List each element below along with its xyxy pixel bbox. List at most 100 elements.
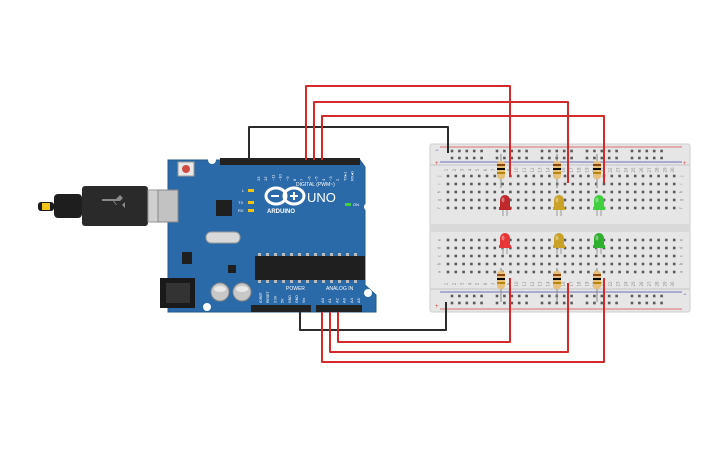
breadboard-hole[interactable]	[571, 270, 575, 274]
rail-hole[interactable]	[503, 156, 506, 160]
breadboard-hole[interactable]	[501, 262, 504, 266]
breadboard-hole[interactable]	[587, 182, 590, 186]
rail-hole[interactable]	[630, 149, 634, 153]
breadboard-hole[interactable]	[579, 238, 582, 242]
rail-hole[interactable]	[570, 301, 573, 305]
breadboard-hole[interactable]	[524, 206, 528, 210]
breadboard-hole[interactable]	[454, 246, 458, 250]
breadboard-hole[interactable]	[594, 182, 598, 186]
resistor-bottom-1[interactable]	[497, 268, 505, 302]
breadboard-hole[interactable]	[626, 254, 629, 258]
breadboard-hole[interactable]	[672, 174, 676, 178]
breadboard-hole[interactable]	[665, 182, 668, 186]
breadboard-hole[interactable]	[454, 182, 458, 186]
breadboard-hole[interactable]	[657, 198, 660, 202]
breadboard-hole[interactable]	[657, 206, 660, 210]
breadboard-hole[interactable]	[618, 246, 621, 250]
rail-hole[interactable]	[472, 149, 476, 153]
breadboard-hole[interactable]	[493, 246, 497, 250]
rail-hole[interactable]	[570, 156, 573, 160]
breadboard-hole[interactable]	[672, 198, 676, 202]
rail-hole[interactable]	[600, 294, 604, 298]
rail-hole[interactable]	[548, 301, 551, 305]
breadboard-hole[interactable]	[672, 206, 676, 210]
breadboard-hole[interactable]	[657, 262, 660, 266]
breadboard-hole[interactable]	[657, 270, 660, 274]
rail-hole[interactable]	[517, 156, 521, 160]
breadboard-hole[interactable]	[501, 182, 504, 186]
breadboard-hole[interactable]	[477, 174, 481, 178]
breadboard-hole[interactable]	[470, 238, 473, 242]
breadboard-hole[interactable]	[563, 238, 567, 242]
breadboard-hole[interactable]	[641, 206, 645, 210]
breadboard-hole[interactable]	[587, 270, 590, 274]
breadboard-hole[interactable]	[462, 198, 465, 202]
wire-d6[interactable]	[313, 101, 569, 183]
breadboard-hole[interactable]	[665, 198, 668, 202]
breadboard-hole[interactable]	[462, 270, 465, 274]
wire-a1[interactable]	[329, 283, 569, 353]
breadboard-hole[interactable]	[524, 198, 528, 202]
power-jack-icon[interactable]	[160, 278, 195, 308]
breadboard-hole[interactable]	[516, 190, 520, 194]
breadboard-hole[interactable]	[571, 262, 575, 266]
breadboard-hole[interactable]	[454, 238, 458, 242]
breadboard-hole[interactable]	[626, 174, 629, 178]
breadboard-hole[interactable]	[618, 254, 621, 258]
rail-hole[interactable]	[660, 149, 663, 153]
rail-hole[interactable]	[465, 156, 469, 160]
breadboard-hole[interactable]	[540, 190, 543, 194]
breadboard-hole[interactable]	[477, 198, 481, 202]
rail-hole[interactable]	[585, 301, 589, 305]
rail-hole[interactable]	[465, 294, 469, 298]
breadboard-hole[interactable]	[485, 254, 489, 258]
breadboard-hole[interactable]	[493, 238, 497, 242]
breadboard-hole[interactable]	[587, 206, 590, 210]
rail-hole[interactable]	[562, 301, 566, 305]
resistor-top-2[interactable]	[553, 154, 561, 188]
breadboard-hole[interactable]	[446, 174, 450, 178]
breadboard-hole[interactable]	[665, 174, 668, 178]
breadboard-hole[interactable]	[633, 198, 637, 202]
breadboard-hole[interactable]	[657, 174, 660, 178]
breadboard-hole[interactable]	[649, 254, 653, 258]
breadboard-hole[interactable]	[540, 206, 543, 210]
breadboard-hole[interactable]	[555, 262, 559, 266]
breadboard-hole[interactable]	[633, 206, 637, 210]
rail-hole[interactable]	[630, 156, 634, 160]
breadboard-hole[interactable]	[477, 262, 481, 266]
breadboard-hole[interactable]	[626, 190, 629, 194]
breadboard-hole[interactable]	[649, 182, 653, 186]
breadboard-hole[interactable]	[571, 190, 575, 194]
rail-hole[interactable]	[495, 294, 499, 298]
breadboard-hole[interactable]	[470, 262, 473, 266]
rail-hole[interactable]	[548, 149, 551, 153]
breadboard-hole[interactable]	[587, 174, 590, 178]
breadboard-hole[interactable]	[477, 270, 481, 274]
rail-hole[interactable]	[495, 156, 499, 160]
breadboard-hole[interactable]	[477, 206, 481, 210]
breadboard-hole[interactable]	[587, 190, 590, 194]
wire-gnd-bottom[interactable]	[299, 302, 447, 331]
breadboard-hole[interactable]	[509, 190, 512, 194]
breadboard-hole[interactable]	[501, 190, 504, 194]
breadboard-hole[interactable]	[470, 254, 473, 258]
breadboard-hole[interactable]	[493, 182, 497, 186]
breadboard-hole[interactable]	[649, 270, 653, 274]
breadboard-hole[interactable]	[672, 254, 676, 258]
rail-hole[interactable]	[645, 294, 649, 298]
breadboard-hole[interactable]	[485, 206, 489, 210]
breadboard-hole[interactable]	[548, 190, 551, 194]
rail-hole[interactable]	[562, 149, 566, 153]
breadboard-hole[interactable]	[672, 246, 676, 250]
rail-hole[interactable]	[652, 301, 656, 305]
breadboard-hole[interactable]	[618, 174, 621, 178]
rail-hole[interactable]	[510, 294, 514, 298]
rail-hole[interactable]	[510, 149, 514, 153]
wire-d5[interactable]	[321, 115, 605, 183]
breadboard-hole[interactable]	[462, 238, 465, 242]
breadboard-hole[interactable]	[532, 246, 536, 250]
breadboard-hole[interactable]	[657, 182, 660, 186]
breadboard-hole[interactable]	[587, 254, 590, 258]
breadboard-hole[interactable]	[649, 190, 653, 194]
